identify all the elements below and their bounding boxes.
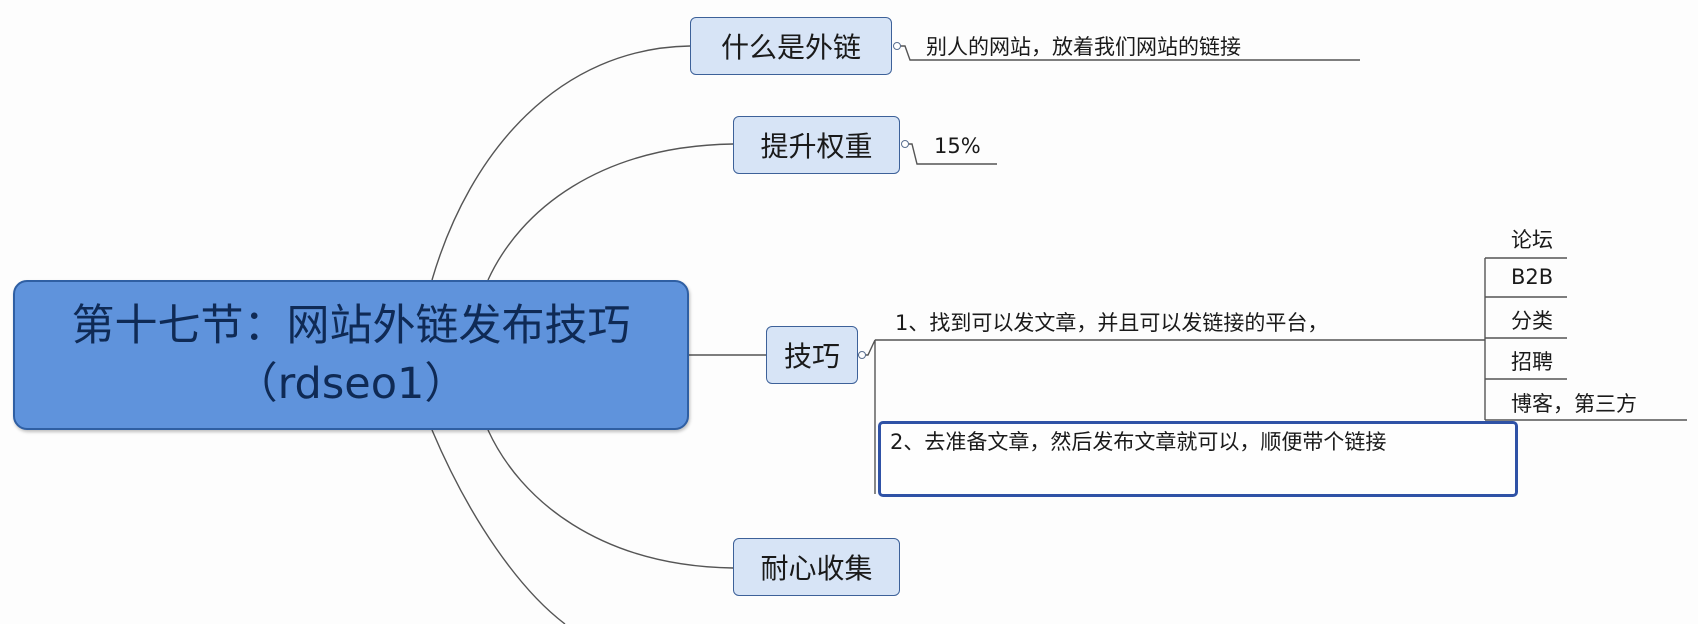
topic-boost-weight[interactable]: 提升权重 [733, 116, 900, 174]
topic-patient-collection[interactable]: 耐心收集 [733, 538, 900, 596]
topic-patience-label: 耐心收集 [760, 552, 873, 585]
topic-what-is-label: 什么是外链 [720, 31, 861, 64]
topic-tips[interactable]: 技巧 [766, 326, 858, 384]
collapse-icon[interactable] [893, 42, 901, 50]
connector-extra [431, 429, 566, 624]
platform-item: 招聘 [1511, 350, 1553, 374]
connector-boost [487, 143, 734, 281]
topic-what-is-backlink[interactable]: 什么是外链 [690, 17, 892, 75]
central-topic[interactable]: 第十七节：网站外链发布技巧（rdseo1） [13, 280, 689, 430]
platform-item: 论坛 [1511, 228, 1553, 252]
note-boost: 15% [934, 134, 981, 158]
tips-step-1: 1、找到可以发文章，并且可以发链接的平台， [895, 311, 1329, 335]
connector-patience [487, 429, 734, 569]
connector-what-is [431, 45, 691, 281]
tips-step-2-selected[interactable]: 2、去准备文章，然后发布文章就可以，顺便带个链接 [878, 421, 1518, 497]
platform-item: 分类 [1511, 309, 1553, 333]
central-topic-title: 第十七节：网站外链发布技巧（rdseo1） [71, 301, 631, 409]
note-what-is: 别人的网站，放着我们网站的链接 [926, 35, 1241, 59]
platform-item: 博客，第三方 [1511, 392, 1637, 416]
collapse-icon[interactable] [858, 351, 866, 359]
topic-tips-label: 技巧 [783, 340, 840, 373]
topic-boost-label: 提升权重 [760, 130, 873, 163]
collapse-icon[interactable] [901, 140, 909, 148]
connector-tips-vertical [858, 339, 876, 494]
tips-step-2-text: 2、去准备文章，然后发布文章就可以，顺便带个链接 [890, 430, 1387, 454]
platform-item: B2B [1511, 265, 1554, 289]
